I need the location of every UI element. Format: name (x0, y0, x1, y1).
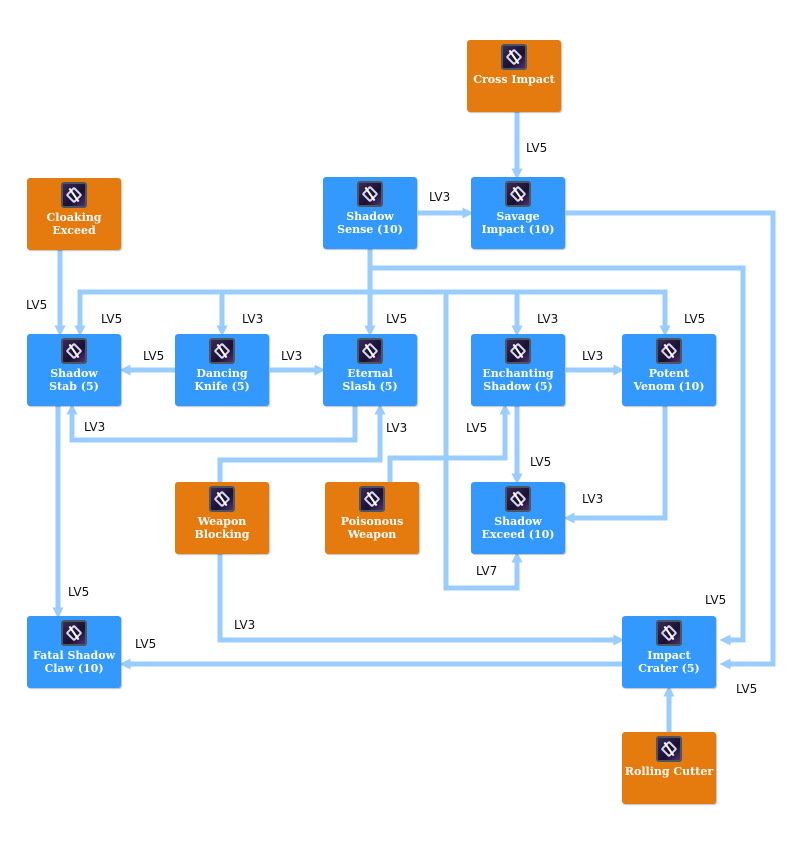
node-label: Poisonous Weapon (340, 515, 404, 541)
rolling-blade-icon (656, 736, 682, 762)
edge-label: LV3 (582, 349, 604, 363)
enchant-figure-icon (505, 338, 531, 364)
node-label: Savage Impact (10) (481, 210, 555, 236)
edge-shadow-sense-to-shadow-stab (74, 289, 370, 337)
edge-label: LV7 (476, 564, 498, 578)
node-label: Impact Crater (5) (638, 649, 700, 675)
shadow-sense-icon (357, 181, 383, 207)
edge-label: LV5 (736, 682, 758, 696)
venom-blade-icon (656, 338, 682, 364)
node-label: Enchanting Shadow (5) (482, 367, 554, 393)
node-rolling-cutter[interactable]: Rolling Cutter (622, 732, 716, 804)
edge-label: LV5 (143, 349, 165, 363)
edge-eternal-slash-to-shadow-stab (66, 403, 358, 443)
node-label: Fatal Shadow Claw (10) (32, 649, 116, 675)
edge-label: LV3 (281, 349, 303, 363)
claw-icon (61, 620, 87, 646)
stab-icon (61, 338, 87, 364)
node-cloaking-exceed[interactable]: Cloaking Exceed (27, 178, 121, 250)
node-shadow-exceed[interactable]: Shadow Exceed (10) (471, 482, 565, 554)
node-shadow-sense[interactable]: Shadow Sense (10) (323, 177, 417, 249)
edge-weapon-blocking-to-eternal-slash (217, 403, 386, 482)
edge-label: LV5 (526, 141, 548, 155)
shadow-exceed-icon (505, 486, 531, 512)
edge-label: LV3 (242, 312, 264, 326)
node-weapon-blocking[interactable]: Weapon Blocking (175, 482, 269, 554)
edge-label: LV5 (386, 312, 408, 326)
edge-potent-venom-to-shadow-exceed (563, 406, 668, 524)
edge-label: LV3 (429, 190, 451, 204)
node-eternal-slash[interactable]: Eternal Slash (5) (323, 334, 417, 406)
node-enchanting-shadow[interactable]: Enchanting Shadow (5) (471, 334, 565, 406)
edge-label: LV5 (684, 312, 706, 326)
node-poisonous-weapon[interactable]: Poisonous Weapon (325, 482, 419, 554)
node-potent-venom[interactable]: Potent Venom (10) (622, 334, 716, 406)
edge-label: LV5 (466, 421, 488, 435)
edge-savage-impact-to-impact-crater (566, 210, 776, 670)
edge-label: LV5 (705, 593, 727, 607)
edge-label: LV5 (68, 585, 90, 599)
edge-label: LV3 (537, 312, 559, 326)
edge-weapon-blocking-to-impact-crater (217, 554, 625, 646)
node-label: Cloaking Exceed (46, 211, 102, 237)
edge-label: LV5 (26, 298, 48, 312)
edge-shadow-sense-to-enchanting-shadow (370, 289, 671, 337)
node-shadow-stab[interactable]: Shadow Stab (5) (27, 334, 121, 406)
node-label: Eternal Slash (5) (342, 367, 398, 393)
crossed-blades-icon (501, 44, 527, 70)
edge-label: LV3 (582, 492, 604, 506)
poison-sword-icon (359, 486, 385, 512)
node-label: Dancing Knife (5) (194, 367, 250, 393)
node-label: Potent Venom (10) (633, 367, 705, 393)
node-dancing-knife[interactable]: Dancing Knife (5) (175, 334, 269, 406)
edge-label: LV5 (530, 455, 552, 469)
node-label: Weapon Blocking (194, 515, 250, 541)
node-impact-crater[interactable]: Impact Crater (5) (622, 616, 716, 688)
node-label: Rolling Cutter (624, 765, 714, 778)
node-savage-impact[interactable]: Savage Impact (10) (471, 177, 565, 249)
edge-label: LV3 (386, 421, 408, 435)
node-cross-impact[interactable]: Cross Impact (467, 40, 561, 112)
cloak-emblem-icon (61, 182, 87, 208)
node-label: Shadow Stab (5) (49, 367, 99, 393)
crater-icon (656, 620, 682, 646)
node-label: Cross Impact (473, 73, 555, 86)
node-label: Shadow Exceed (10) (481, 515, 555, 541)
edge-label: LV5 (135, 637, 157, 651)
edge-trunk-to-shadow-exceed (443, 292, 523, 591)
edge-label: LV5 (101, 312, 123, 326)
twin-knife-icon (209, 338, 235, 364)
node-fatal-shadow-claw[interactable]: Fatal Shadow Claw (10) (27, 616, 121, 688)
crescent-slash-icon (505, 181, 531, 207)
edge-label: LV3 (234, 618, 256, 632)
crossed-swords-icon (209, 486, 235, 512)
edge-shadow-sense-to-impact-crater (370, 265, 746, 646)
edge-label: LV3 (84, 420, 106, 434)
eternal-slash-icon (357, 338, 383, 364)
node-label: Shadow Sense (10) (337, 210, 403, 236)
